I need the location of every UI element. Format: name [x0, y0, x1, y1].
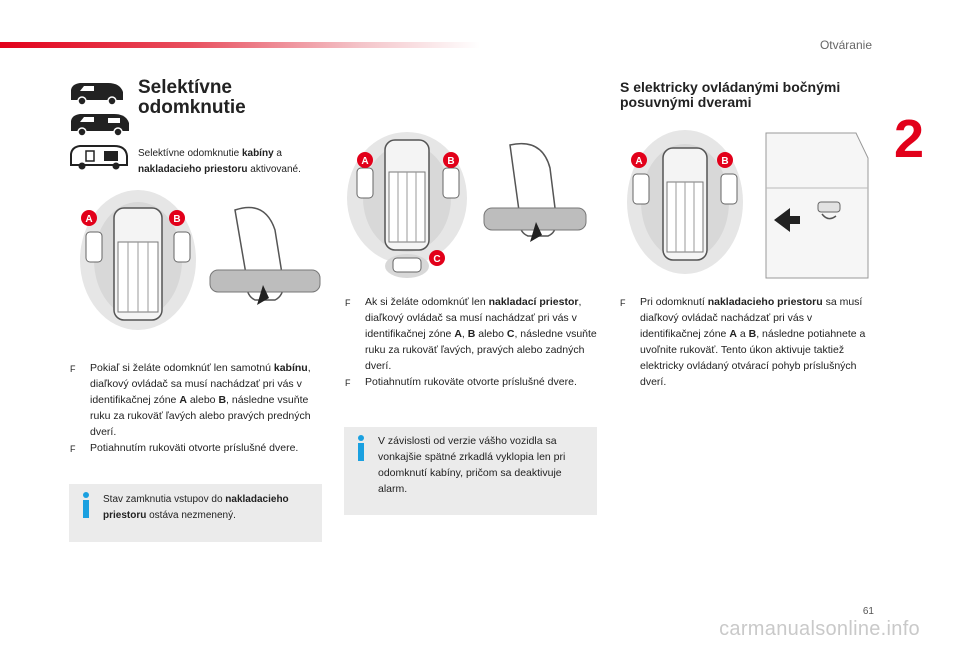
zone-label-c: C: [433, 254, 440, 265]
sliding-door-illustration: [756, 128, 871, 288]
page-title-left: Selektívne odomknutie: [138, 77, 246, 118]
intro-text: Selektívne odomknutie kabíny a nakladaci…: [138, 148, 301, 175]
chapter-number: 2: [893, 109, 924, 169]
van-side-icon: [71, 83, 123, 106]
section-title: Otváranie: [819, 38, 872, 52]
zone-label-a: A: [361, 156, 368, 167]
info-box-left: Stav zamknutia vstupov do nakladacieho p…: [69, 484, 322, 542]
bullet-marker: F: [70, 364, 76, 374]
zone-label-b: B: [721, 156, 728, 167]
van-top-view-zones-ab: A B: [80, 190, 196, 330]
zone-label-a: A: [85, 214, 92, 225]
zone-label-b: B: [447, 156, 454, 167]
bullet-marker: F: [620, 298, 626, 308]
bullet-marker: F: [345, 378, 351, 388]
bullet-marker: F: [70, 444, 76, 454]
van-top-view-zones-abc: A B C: [347, 132, 467, 278]
zone-label-a: A: [635, 156, 642, 167]
bullet-marker: F: [345, 298, 351, 308]
watermark: carmanualsonline.info: [719, 618, 920, 640]
info-icon: [358, 435, 364, 461]
page-number: 61: [862, 606, 874, 617]
header-accent-bar: [0, 42, 480, 48]
info-icon: [83, 492, 89, 518]
zone-label-b: B: [173, 214, 180, 225]
hand-handle-illustration-middle: [483, 143, 587, 242]
info-box-middle: V závislosti od verzie vášho vozidla sa …: [344, 427, 597, 515]
van-top-view-zones-ab-right: A B: [627, 130, 743, 274]
hand-handle-illustration-left: [209, 206, 321, 305]
van-long-side-icon: [71, 114, 129, 137]
cargo-unlock-icon: [70, 145, 128, 170]
section-heading-right: S elektricky ovládanými bočnými posuvným…: [620, 79, 841, 110]
